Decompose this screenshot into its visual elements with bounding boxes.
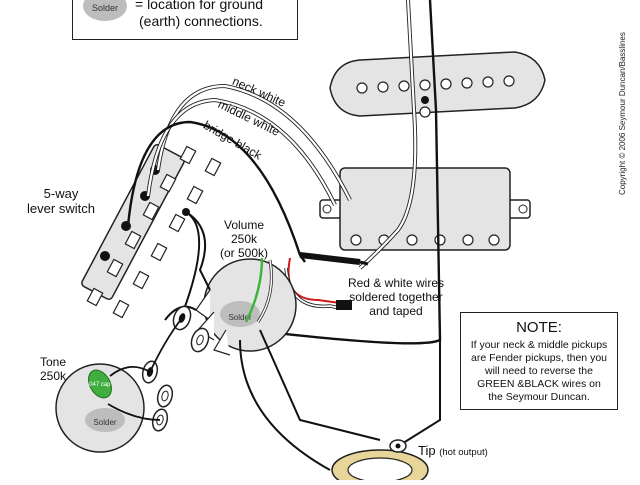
capacitor: .047 cap (87, 369, 112, 399)
switch-label-line-2: lever switch (27, 201, 95, 216)
solder-swatch: Solder (83, 0, 127, 21)
note-line-4: GREEN &BLACK wires on (477, 378, 601, 390)
note-body: If your neck & middle pickups are Fender… (461, 339, 617, 404)
copyright-text: Copyright © 2006 Seymour Duncan/Bassline… (618, 32, 627, 195)
tone-label-line-1: Tone (40, 355, 67, 369)
cap-label: .047 cap (87, 382, 111, 388)
switch-label-line-1: 5-way (43, 186, 79, 201)
red-white-line-3: and taped (369, 304, 423, 318)
switch-label: 5-way lever switch (16, 186, 106, 216)
volume-solder-label: Solder (228, 313, 251, 322)
legend-text: = location for ground (earth) connection… (135, 0, 263, 30)
legend-solder-label: Solder (91, 3, 118, 13)
note-line-5: the Seymour Duncan. (488, 391, 590, 403)
legend-box: Solder = location for ground (earth) con… (72, 0, 298, 40)
humbucker-pickup (319, 167, 531, 251)
middle-white-wire (146, 97, 337, 206)
note-line-1: If your neck & middle pickups (470, 339, 608, 351)
tone-label: Tone 250k (40, 355, 90, 383)
legend-line-2: (earth) connections. (139, 13, 263, 29)
humbucker-cable (299, 252, 361, 265)
note-line-3: will need to reverse the (485, 365, 593, 377)
red-white-line-1: Red & white wires (347, 276, 445, 290)
volume-pot: Solder (195, 258, 297, 356)
tone-pot: Solder (55, 360, 174, 453)
note-title: NOTE: (516, 319, 562, 336)
tip-label-main: Tip (418, 443, 436, 458)
bridge-black-wire (126, 120, 306, 263)
green-wire (244, 257, 264, 323)
note-box: NOTE: If your neck & middle pickups are … (460, 312, 618, 410)
volume-label-line-2: 250k (230, 232, 258, 246)
single-coil-pickup (329, 51, 546, 118)
volume-label-line-3: (or 500k) (219, 246, 269, 260)
note-line-2: are Fender pickups, then you (471, 352, 607, 364)
legend-line-1: = location for ground (135, 0, 264, 12)
five-way-switch (81, 144, 222, 319)
solder-lugs (172, 305, 210, 353)
volume-label: Volume 250k (or 500k) (212, 218, 276, 260)
output-jack (331, 439, 429, 485)
red-white-label: Red & white wires soldered together and … (336, 276, 456, 318)
tip-label-sub: (hot output) (439, 447, 488, 458)
volume-label-line-1: Volume (223, 218, 265, 232)
tone-solder-label: Solder (93, 418, 116, 427)
tip-label: Tip (hot output) (418, 444, 528, 460)
tape (336, 300, 352, 310)
red-white-line-2: soldered together (349, 290, 443, 304)
tone-label-line-2: 250k (40, 369, 67, 383)
